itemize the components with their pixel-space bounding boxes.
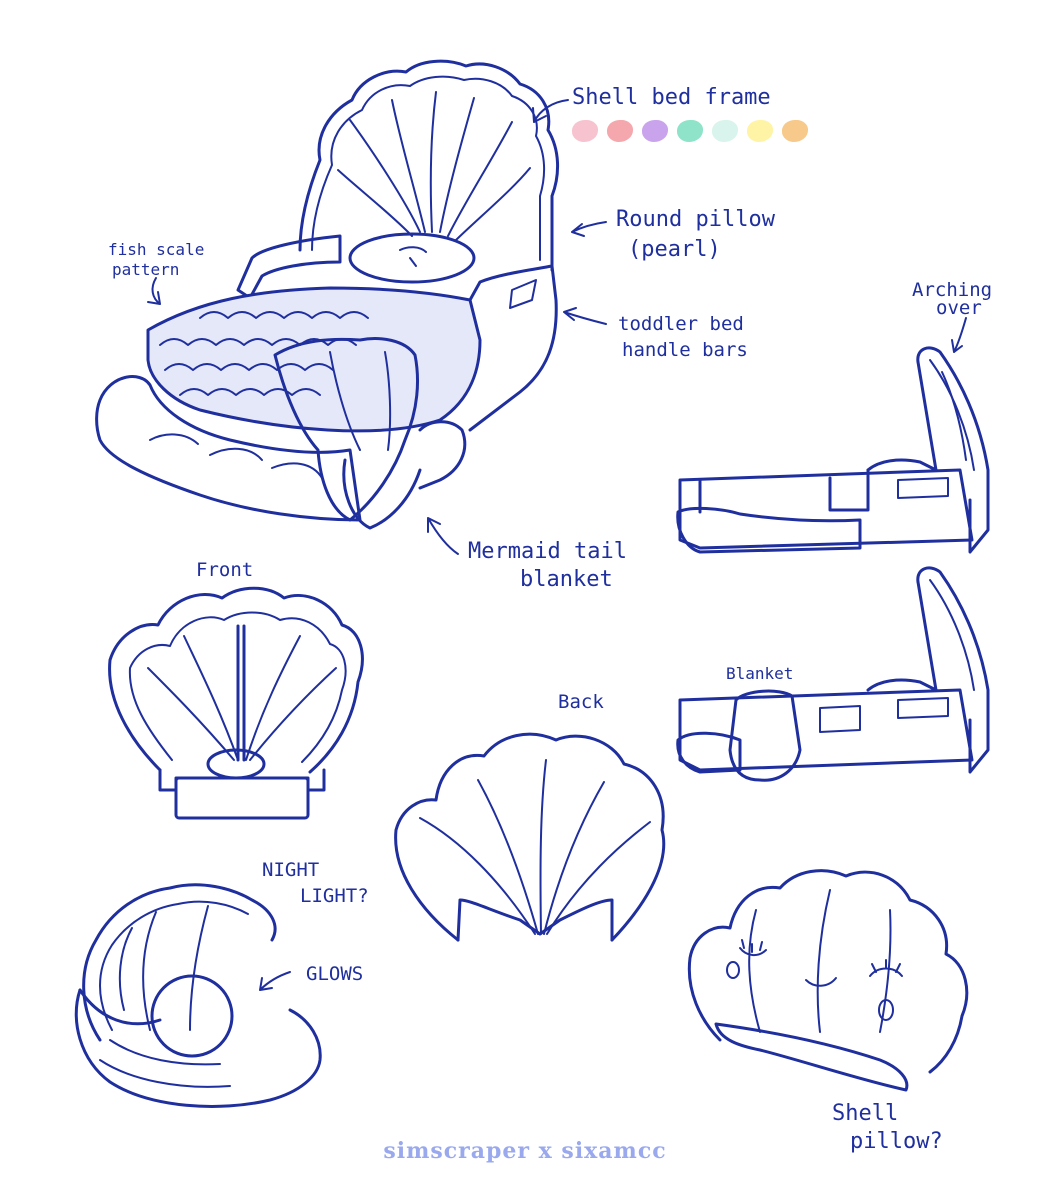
- palette-swatch-pink: [572, 120, 598, 142]
- arrow-pillow: [571, 221, 607, 237]
- palette-swatch-coral: [607, 120, 633, 142]
- label-front: Front: [196, 559, 254, 581]
- label-pattern: pattern: [112, 260, 180, 279]
- label-round-pillow: Round pillow: [616, 207, 775, 232]
- label-blanket-side: Blanket: [726, 664, 794, 683]
- label-pearl: (pearl): [628, 237, 721, 262]
- label-glows: GLOWS: [306, 963, 364, 985]
- night-light-shell: [74, 883, 322, 1108]
- callout-arrows: [147, 99, 967, 991]
- label-over: over: [936, 297, 982, 319]
- arrow-mermaid: [427, 517, 459, 555]
- label-toddler-bed: toddler bed: [618, 313, 744, 335]
- palette-swatch-mint: [677, 120, 703, 142]
- label-back: Back: [558, 691, 604, 713]
- palette-swatch-peach: [782, 120, 808, 142]
- label-mermaid-tail: Mermaid tail: [468, 539, 627, 564]
- arrow-fish-scale: [147, 277, 161, 305]
- label-fish-scale: fish scale: [108, 240, 205, 259]
- arrow-arching: [951, 317, 967, 353]
- label-shell-bed-frame: Shell bed frame: [572, 85, 771, 110]
- label-light: LIGHT?: [300, 885, 369, 907]
- palette-swatch-yellow: [747, 120, 773, 142]
- artist-credit: simscraper x sixamcc: [383, 1138, 667, 1164]
- side-view-bed: [676, 346, 990, 554]
- label-blanket-main: blanket: [520, 567, 613, 592]
- label-arching: Arching: [912, 279, 993, 301]
- label-shell: Shell: [832, 1101, 899, 1126]
- shell-pillow-sketch: [687, 869, 969, 1092]
- arrow-shell-frame: [532, 99, 569, 123]
- palette-swatch-seafoam: [712, 120, 738, 142]
- back-view-shell: [394, 732, 666, 942]
- label-pillow: pillow?: [850, 1129, 943, 1154]
- label-handle-bars: handle bars: [622, 339, 748, 361]
- front-view-shell: [108, 586, 364, 820]
- label-night: NIGHT: [262, 859, 320, 881]
- palette-swatch-lilac: [642, 120, 668, 142]
- shell-bed-main-sketch: [95, 59, 560, 530]
- side-view-blanket: [676, 566, 990, 782]
- arrow-glows: [259, 971, 291, 991]
- arrow-handle-bars: [563, 307, 607, 325]
